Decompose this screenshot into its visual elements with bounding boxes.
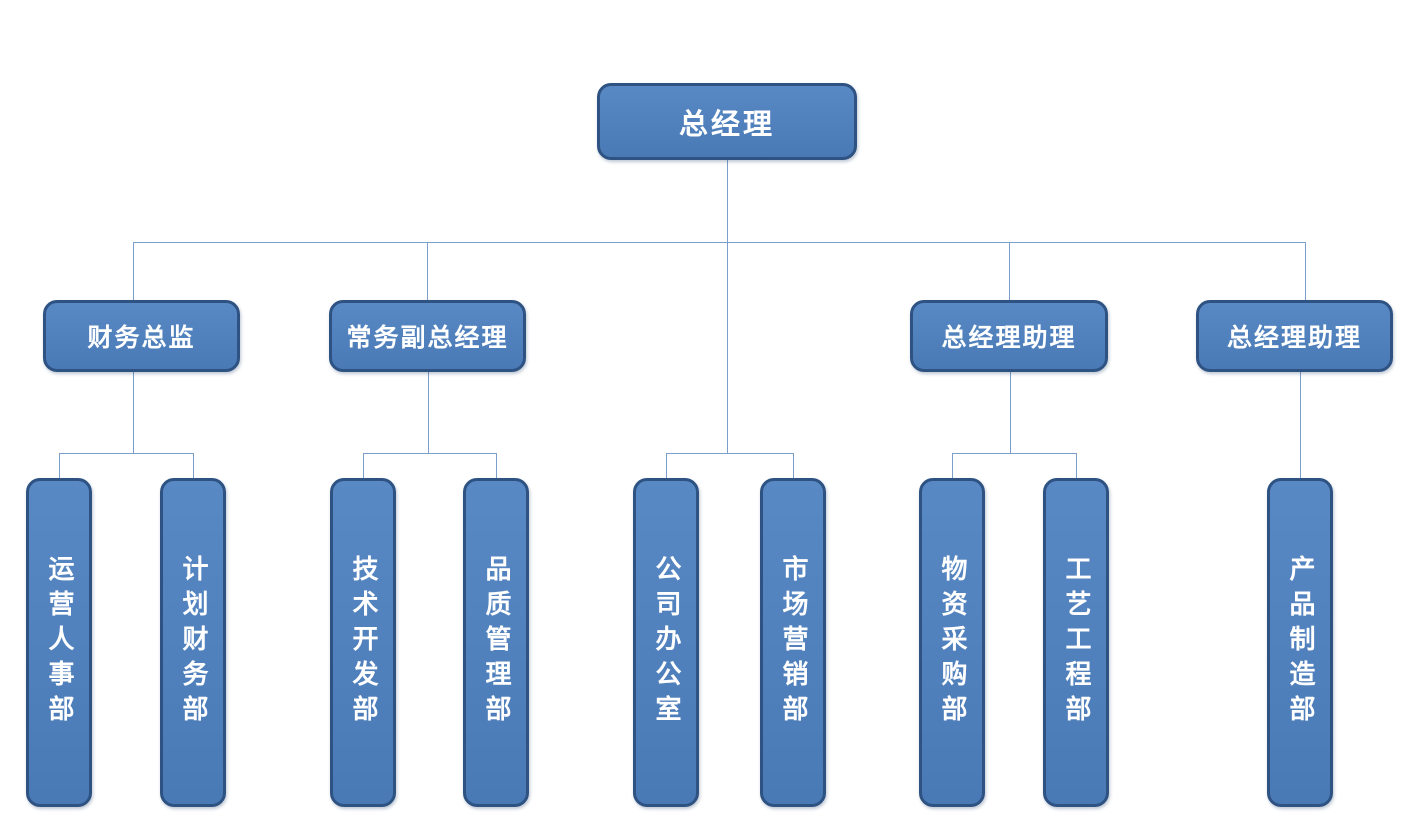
org-node-label: 财务总监 [87, 325, 196, 352]
connector-root-trunk [727, 160, 728, 453]
org-node-label: 技术开发部 [349, 555, 378, 730]
org-node-planning-finance-dept[interactable]: 计划财务部 [160, 478, 226, 807]
org-node-gm-assistant-1[interactable]: 总经理助理 [910, 300, 1108, 372]
connector-drop-l2-2 [427, 242, 428, 300]
org-node-technology-development-dept[interactable]: 技术开发部 [330, 478, 396, 807]
connector-branch-3 [666, 453, 793, 454]
org-node-label: 物资采购部 [938, 555, 967, 730]
connector-drop-l3-4 [496, 453, 497, 478]
org-node-company-office[interactable]: 公司办公室 [633, 478, 699, 807]
connector-branch-1 [59, 453, 193, 454]
connector-branch-4 [952, 453, 1076, 454]
org-node-label: 计划财务部 [179, 555, 208, 730]
org-node-process-engineering-dept[interactable]: 工艺工程部 [1043, 478, 1109, 807]
org-node-label: 品质管理部 [482, 555, 511, 730]
org-node-marketing-dept[interactable]: 市场营销部 [760, 478, 826, 807]
connector-drop-l2-4 [1305, 242, 1306, 300]
org-node-label: 常务副总经理 [346, 325, 509, 352]
connector-drop-l2-1 [133, 242, 134, 300]
org-node-general-manager[interactable]: 总经理 [597, 83, 857, 160]
connector-drop-l2-3 [1009, 242, 1010, 300]
org-node-label: 运营人事部 [45, 555, 74, 730]
org-node-label: 公司办公室 [652, 555, 681, 730]
org-node-quality-management-dept[interactable]: 品质管理部 [463, 478, 529, 807]
org-node-operations-hr-dept[interactable]: 运营人事部 [26, 478, 92, 807]
connector-drop-l3-6 [793, 453, 794, 478]
org-node-executive-deputy-gm[interactable]: 常务副总经理 [329, 300, 526, 372]
connector-drop-l3-5 [666, 453, 667, 478]
connector-drop-l3-7 [952, 453, 953, 478]
connector-drop-l3-2 [193, 453, 194, 478]
org-node-label: 总经理助理 [1226, 325, 1362, 352]
connector-drop-l3-9 [1300, 372, 1301, 478]
org-node-label: 产品制造部 [1286, 555, 1315, 730]
org-node-gm-assistant-2[interactable]: 总经理助理 [1196, 300, 1393, 372]
connector-riser-branch-4 [1010, 372, 1011, 453]
connector-riser-branch-1 [133, 372, 134, 453]
org-node-product-manufacturing-dept[interactable]: 产品制造部 [1267, 478, 1333, 807]
org-node-materials-purchasing-dept[interactable]: 物资采购部 [919, 478, 985, 807]
connector-drop-l3-1 [59, 453, 60, 478]
org-node-label: 总经理助理 [941, 325, 1077, 352]
connector-riser-branch-2 [428, 372, 429, 453]
org-node-label: 工艺工程部 [1062, 555, 1091, 730]
connector-drop-l3-8 [1076, 453, 1077, 478]
connector-drop-l3-3 [363, 453, 364, 478]
connector-branch-2 [363, 453, 496, 454]
connector-main-horizontal [133, 242, 1306, 243]
org-node-label: 总经理 [678, 108, 775, 141]
org-node-finance-director[interactable]: 财务总监 [43, 300, 240, 372]
org-node-label: 市场营销部 [779, 555, 808, 730]
